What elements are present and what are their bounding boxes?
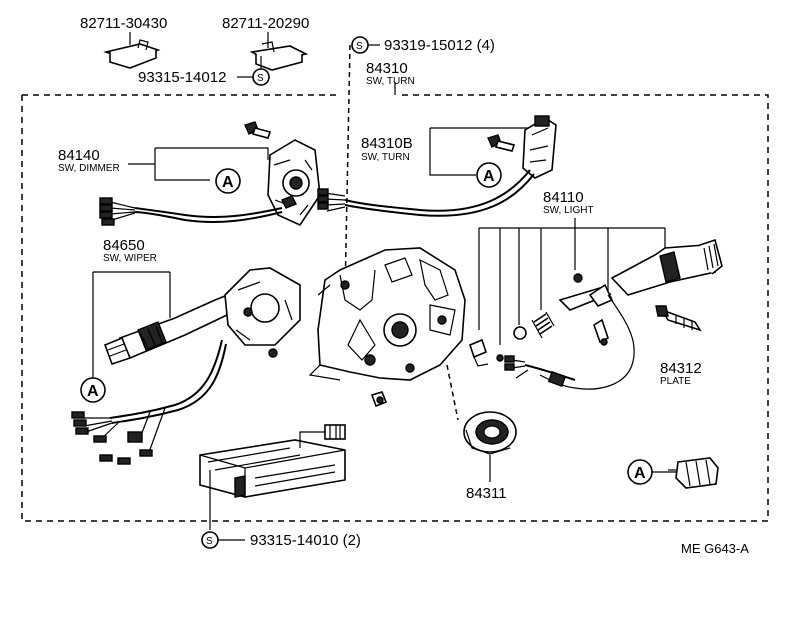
light-switch-icon	[558, 238, 723, 311]
screw-symbol: S	[351, 36, 369, 54]
callout-screw-bottom: 93315-14010 (2)	[250, 532, 361, 549]
svg-text:S: S	[257, 73, 264, 84]
turn-switch-icon	[522, 115, 557, 179]
callout-turn-assy-desc: SW, TURN	[366, 76, 415, 87]
callout-light-desc: SW, LIGHT	[543, 205, 594, 216]
svg-text:A: A	[222, 174, 234, 191]
screw-symbol: S	[201, 531, 219, 549]
svg-text:S: S	[206, 536, 213, 547]
svg-text:A: A	[634, 465, 646, 482]
screw-symbol: S	[252, 68, 270, 86]
bolt-icon	[487, 134, 516, 152]
connector-ref-marker: A	[476, 162, 502, 188]
callout-turn-sub-desc: SW, TURN	[361, 152, 410, 163]
spring-part	[531, 311, 555, 339]
callout-clip-1: 82711-30430	[80, 15, 167, 32]
cancel-cam-icon	[463, 411, 517, 455]
bracket-icon	[308, 247, 466, 381]
callout-clip-2: 82711-20290	[222, 15, 309, 32]
callout-dimmer-desc: SW, DIMMER	[58, 163, 120, 174]
callout-light: 84110	[543, 189, 584, 206]
bolt-icon	[593, 318, 609, 346]
callout-turn-assy: 84310	[366, 60, 408, 77]
callout-dimmer: 84140	[58, 147, 100, 164]
diagram-code: ME G643-A	[681, 541, 749, 556]
callout-cancel-cam: 84311	[466, 485, 507, 502]
clip-icon	[249, 41, 309, 71]
bracket-icon	[469, 338, 489, 367]
bolt-icon	[244, 121, 272, 139]
callout-plate-desc: PLATE	[660, 376, 691, 387]
svg-text:A: A	[87, 383, 99, 400]
wiper-switch-icon	[103, 267, 301, 366]
assembly-frame	[21, 94, 769, 522]
svg-text:S: S	[356, 41, 363, 52]
bolt-icon	[370, 391, 388, 408]
connector-icon	[199, 424, 346, 498]
connector-icon	[668, 457, 719, 489]
connector-ref-marker: A	[80, 377, 106, 403]
callout-plate: 84312	[660, 360, 702, 377]
clip-icon	[103, 39, 161, 69]
connector-ref-marker: A	[627, 459, 653, 485]
connector-ref-marker: A	[215, 168, 241, 194]
plate-icon	[655, 305, 702, 332]
callout-screw-clip: 93315-14012	[138, 69, 226, 86]
callout-turn-sub: 84310B	[361, 135, 413, 152]
callout-wiper: 84650	[103, 237, 145, 254]
svg-text:A: A	[483, 168, 495, 185]
dimmer-switch-icon	[267, 139, 321, 227]
callout-wiper-desc: SW, WIPER	[103, 253, 157, 264]
callout-screw-top: 93319-15012 (4)	[384, 37, 495, 54]
